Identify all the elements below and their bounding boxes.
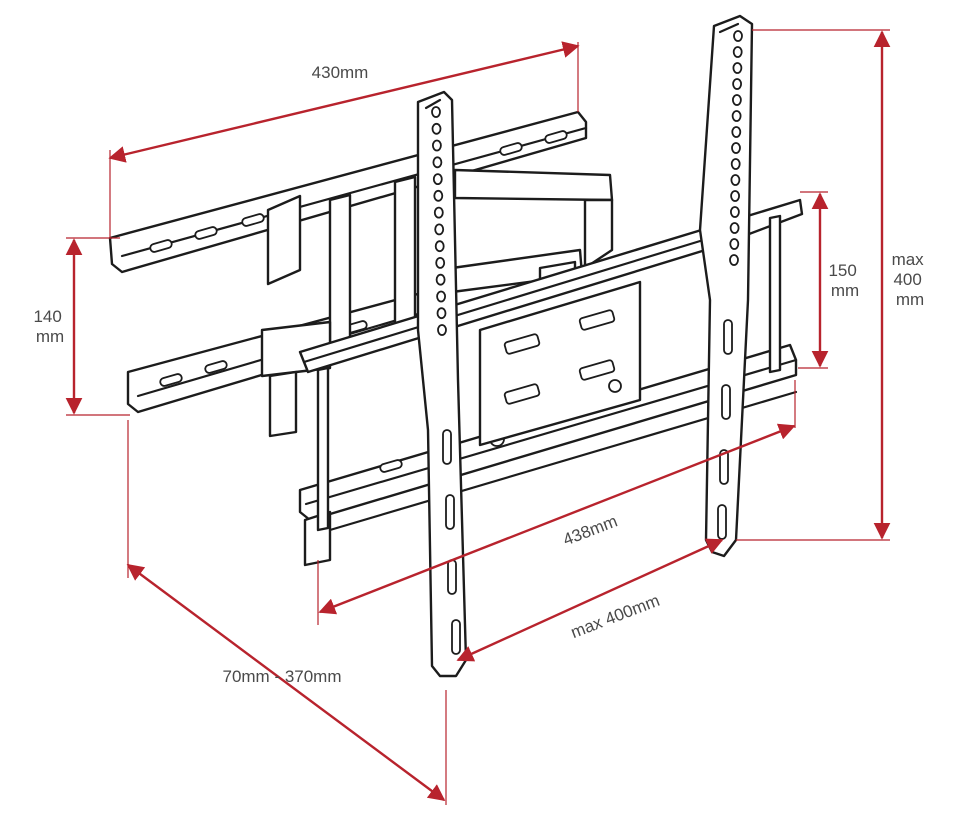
dim-wall-plate-height bbox=[65, 237, 130, 416]
label-tv-bracket-width: 438mm bbox=[560, 511, 620, 549]
strap-hole bbox=[431, 139, 442, 152]
strap-hole bbox=[731, 110, 742, 122]
strap-hole bbox=[432, 173, 443, 186]
strap-hole bbox=[435, 256, 446, 269]
strap-slot bbox=[442, 429, 452, 465]
label-vesa-horizontal: max 400mm bbox=[568, 591, 662, 642]
strap-hole bbox=[731, 142, 741, 154]
strap-hole bbox=[729, 222, 740, 234]
dim-arm-extension bbox=[126, 420, 447, 805]
label-rail-spacing: 150 mm bbox=[828, 261, 861, 300]
articulating-arms bbox=[260, 168, 614, 438]
strap-hole bbox=[733, 30, 743, 42]
strap-slot bbox=[717, 504, 727, 540]
label-vesa-vertical: max 400 mm bbox=[892, 250, 929, 309]
dim-wall-plate-width bbox=[108, 41, 580, 238]
strap-hole bbox=[732, 46, 743, 58]
strap-hole bbox=[433, 206, 444, 219]
label-wall-plate-width: 430mm bbox=[312, 63, 369, 82]
dim-rail-spacing bbox=[798, 191, 829, 369]
label-arm-extension: 70mm - 370mm bbox=[222, 667, 341, 686]
dim-tv-bracket-width bbox=[317, 380, 796, 625]
strap-hole bbox=[732, 78, 742, 90]
right-vertical-strap bbox=[698, 14, 754, 558]
strap-hole bbox=[730, 158, 741, 170]
strap-hole bbox=[732, 94, 742, 106]
strap-hole bbox=[732, 62, 743, 74]
strap-hole bbox=[436, 307, 447, 320]
strap-hole bbox=[730, 174, 741, 186]
strap-hole bbox=[433, 189, 444, 202]
strap-hole bbox=[730, 190, 740, 202]
strap-hole bbox=[434, 223, 445, 236]
strap-hole bbox=[437, 324, 447, 336]
strap-slot bbox=[447, 559, 457, 595]
strap-slot bbox=[721, 384, 731, 420]
strap-hole bbox=[729, 254, 739, 266]
dim-vesa-horizontal bbox=[456, 538, 724, 662]
strap-slot bbox=[445, 494, 455, 530]
strap-hole bbox=[435, 273, 446, 286]
strap-hole bbox=[431, 106, 441, 118]
strap-hole bbox=[729, 238, 740, 250]
strap-hole bbox=[431, 122, 442, 135]
strap-hole bbox=[436, 290, 447, 303]
strap-slot bbox=[451, 619, 461, 655]
bracket-illustration bbox=[108, 14, 804, 678]
strap-slot bbox=[723, 319, 733, 355]
strap-hole bbox=[731, 126, 742, 138]
label-wall-plate-height: 140 mm bbox=[33, 307, 66, 346]
strap-hole bbox=[730, 206, 740, 218]
dim-vesa-vertical bbox=[736, 29, 891, 541]
strap-hole bbox=[434, 240, 445, 253]
strap-hole bbox=[432, 156, 443, 169]
center-plate bbox=[478, 280, 642, 447]
